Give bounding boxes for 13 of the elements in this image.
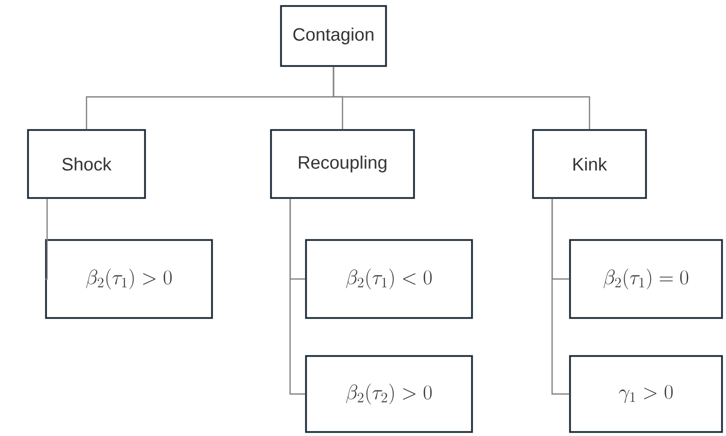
connector-line [290, 198, 306, 395]
category-box: Contagion [280, 5, 387, 67]
condition-box: $\beta_2(\tau_1) > 0$ [45, 239, 213, 319]
condition-box: $\beta_2(\tau_1) = 0$ [569, 239, 723, 319]
connector-line [552, 198, 570, 395]
connector-line [332, 66, 590, 130]
category-box: Kink [532, 129, 647, 199]
category-box: Shock [27, 129, 146, 199]
category-box: Recoupling [270, 129, 415, 199]
condition-box: $\beta_2(\tau_2) > 0$ [305, 355, 473, 433]
condition-box: $\gamma_1 > 0$ [569, 355, 723, 433]
connector-line [45, 198, 48, 280]
condition-box: $\beta_2(\tau_1) < 0$ [305, 239, 473, 319]
